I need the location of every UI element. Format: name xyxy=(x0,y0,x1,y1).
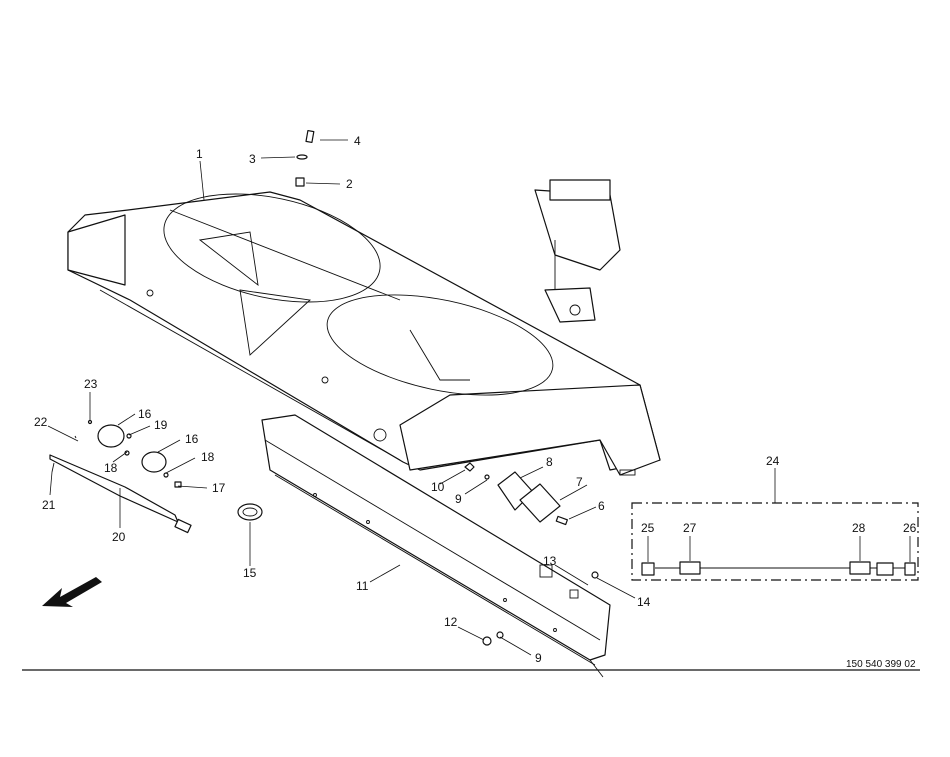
callout-2: 2 xyxy=(346,177,353,191)
hose-assembly-group xyxy=(631,468,919,581)
main-frame xyxy=(67,191,661,476)
callout-26: 26 xyxy=(903,521,917,535)
callout-17: 17 xyxy=(212,481,226,495)
callout-23: 23 xyxy=(84,377,98,391)
small-parts xyxy=(49,129,599,646)
callout-3: 3 xyxy=(249,152,256,166)
callout-9-upper: 9 xyxy=(455,492,462,506)
callout-20: 20 xyxy=(112,530,126,544)
callout-18-right: 18 xyxy=(201,450,215,464)
callout-6: 6 xyxy=(598,499,605,513)
callout-24: 24 xyxy=(766,454,780,468)
callout-15: 15 xyxy=(243,566,257,580)
callout-1: 1 xyxy=(196,147,203,161)
callout-27: 27 xyxy=(683,521,697,535)
callout-10: 10 xyxy=(431,480,445,494)
document-id: 150 540 399 02 xyxy=(846,659,916,670)
callout-25: 25 xyxy=(641,521,655,535)
callout-9-lower: 9 xyxy=(535,651,542,665)
callout-28: 28 xyxy=(852,521,866,535)
callout-16-lower: 16 xyxy=(185,432,199,446)
callout-13: 13 xyxy=(543,554,557,568)
callout-11: 11 xyxy=(356,579,369,593)
bottom-plate xyxy=(261,414,611,678)
callout-7: 7 xyxy=(576,475,583,489)
callout-12: 12 xyxy=(444,615,458,629)
callout-8: 8 xyxy=(546,455,553,469)
callout-labels: 1 2 3 4 6 7 8 9 9 10 11 12 13 14 15 16 1… xyxy=(34,134,917,665)
callout-18-left: 18 xyxy=(104,461,118,475)
leader-lines xyxy=(47,139,911,656)
callout-19: 19 xyxy=(154,418,168,432)
callout-16-upper: 16 xyxy=(138,407,152,421)
callout-4: 4 xyxy=(354,134,361,148)
callout-21: 21 xyxy=(42,498,56,512)
callout-22: 22 xyxy=(34,415,48,429)
travel-direction-arrow-icon xyxy=(42,577,102,607)
callout-14: 14 xyxy=(637,595,651,609)
machine-location-thumbnail xyxy=(534,179,621,323)
